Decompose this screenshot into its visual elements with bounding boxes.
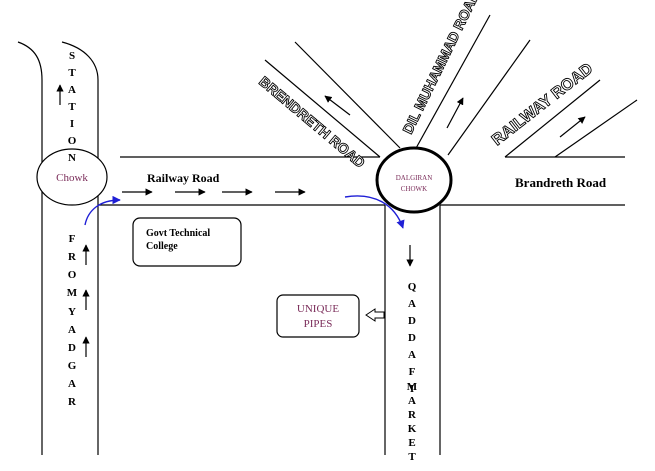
station-letter: T	[68, 101, 76, 113]
station-letter: S	[69, 50, 75, 62]
qaddafi-market-letter: D	[408, 315, 416, 327]
qaddafi-market-letter: A	[408, 298, 416, 310]
unique-label-line2: PIPES	[304, 318, 333, 330]
unique-label-line1: UNIQUE	[297, 303, 339, 315]
from-yadgar-letter: M	[67, 287, 78, 299]
qaddafi-market-letter: F	[409, 366, 416, 378]
brandreth-road-strip	[440, 156, 625, 206]
station-letter: I	[70, 118, 74, 130]
govt-technical-college-box: Govt Technical College	[132, 217, 242, 267]
railway-road-strip	[98, 156, 385, 206]
qaddafi-market-letter: A	[408, 349, 416, 361]
qaddafi-market-letter: K	[408, 423, 417, 435]
from-yadgar-letter: R	[68, 396, 77, 408]
diagonal-roads	[264, 14, 638, 158]
dalgiran-label-line1: DALGIRAN	[396, 174, 433, 182]
qaddafi-market-letter: D	[408, 332, 416, 344]
from-yadgar-letter: Y	[68, 306, 76, 318]
qaddafi-market-letter: T	[408, 451, 416, 463]
from-yadgar-letter: R	[68, 251, 77, 263]
unique-pipes-pointer-arrow	[365, 308, 385, 322]
station-letter: N	[68, 152, 76, 164]
qaddafi-market-road	[384, 205, 441, 455]
from-yadgar-letter: D	[68, 342, 76, 354]
station-letter: A	[68, 84, 76, 96]
station-letter: T	[68, 67, 76, 79]
unique-pipes-box: UNIQUE PIPES	[276, 294, 360, 338]
diagonal-road-arrows	[324, 95, 586, 138]
govt-label-line1: Govt Technical	[146, 228, 210, 239]
brandreth-road-label: Brandreth Road	[515, 175, 607, 190]
qaddafi-market-letter: I	[410, 383, 414, 395]
qaddafi-market-letter: Q	[408, 281, 417, 293]
qaddafi-market-letter: M	[407, 381, 418, 393]
chowk-label: Chowk	[56, 172, 88, 184]
qaddafi-market-letter: E	[408, 437, 415, 449]
from-yadgar-letter: O	[68, 269, 77, 281]
from-yadgar-letter: A	[68, 378, 76, 390]
railway-road-label: Railway Road	[147, 171, 220, 185]
chowk-roundabout: Chowk	[36, 148, 108, 206]
station-letter: O	[68, 135, 77, 147]
dalgiran-chowk-roundabout: DALGIRAN CHOWK	[375, 146, 453, 214]
route-arrows	[84, 195, 405, 229]
dil-muhammad-road-label: DIL MUHAMMAD ROAD	[399, 0, 482, 136]
qaddafi-market-letter: A	[408, 395, 416, 407]
from-yadgar-letter: A	[68, 324, 76, 336]
dalgiran-label-line2: CHOWK	[401, 185, 427, 193]
from-yadgar-letter: F	[69, 233, 76, 245]
qaddafi-market-letter: R	[408, 409, 417, 421]
govt-label-line2: College	[146, 241, 178, 252]
railway-road-diag-label: RAILWAY ROAD	[489, 60, 596, 149]
from-yadgar-letter: G	[68, 360, 77, 372]
left-vertical-road	[17, 41, 99, 455]
brendreth-road-diag-label: BRENDRETH ROAD	[256, 73, 368, 171]
